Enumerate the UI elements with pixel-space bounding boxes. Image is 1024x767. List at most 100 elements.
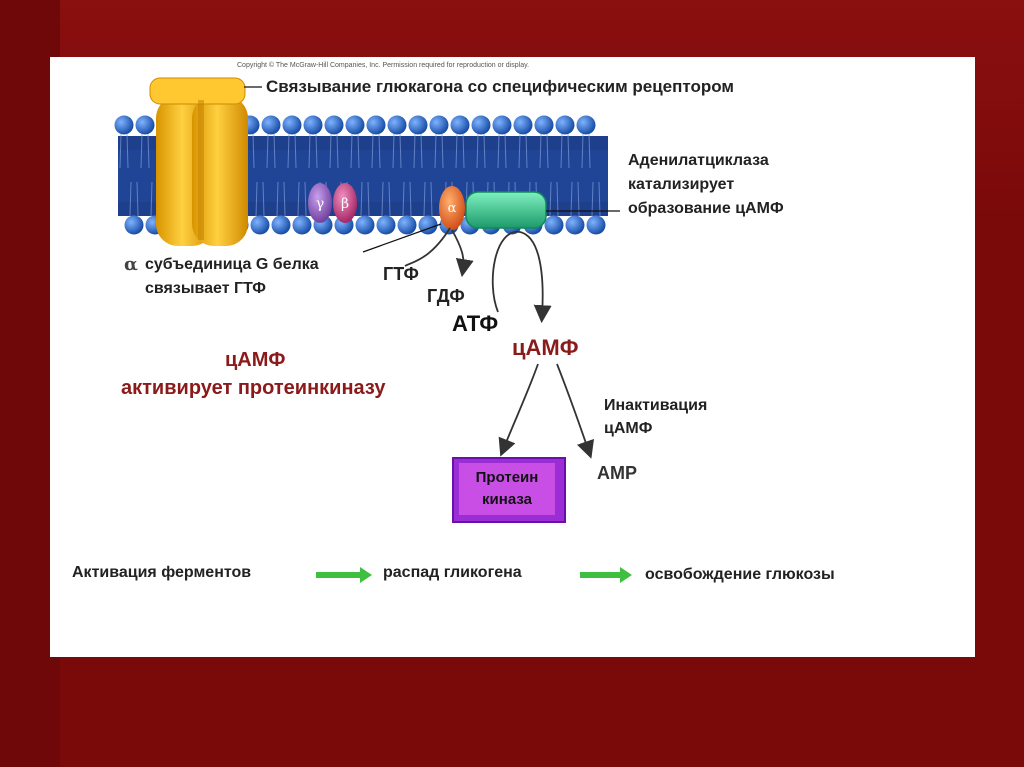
lipid-tail [549, 181, 552, 217]
lipid-tail [483, 133, 486, 169]
alpha-symbol: α [124, 254, 138, 275]
lipid-tail [140, 133, 143, 169]
lipid-tail [266, 133, 269, 169]
adenylate-cyclase [465, 191, 547, 229]
lipid-head [366, 115, 386, 135]
lipid-tail [136, 181, 139, 217]
lipid-head [355, 215, 375, 235]
lipid-head [124, 215, 144, 235]
lipid-tail [476, 133, 479, 169]
lipid-tail [392, 133, 395, 169]
lipid-head [261, 115, 281, 135]
lipid-tail [560, 133, 563, 169]
lipid-tail [399, 133, 402, 169]
lipid-head [513, 115, 533, 135]
lipid-tail [329, 133, 332, 169]
lipid-tail [315, 133, 318, 169]
camp-label: цАМФ [512, 335, 579, 360]
pathway-step3: освобождение глюкозы [645, 566, 835, 583]
alpha-label: α [448, 201, 457, 216]
alpha-desc-line1: субъединица G белка [145, 256, 319, 273]
protein-kinase-inner [459, 463, 555, 515]
protein-kinase-label: Протеин киназа [459, 467, 555, 511]
lipid-tail [434, 133, 437, 169]
lipid-tail [357, 133, 360, 169]
lipid-head [114, 115, 134, 135]
inactivation-line1: Инактивация [604, 397, 708, 414]
lipid-head [397, 215, 417, 235]
adenylate-label-1: Аденилатциклаза [628, 152, 769, 169]
lipid-tail [409, 181, 412, 217]
copyright-notice: Copyright © The McGraw-Hill Companies, I… [237, 62, 530, 69]
lipid-tail [598, 181, 601, 217]
lipid-tail [252, 133, 255, 169]
lipid-tail [147, 133, 150, 169]
lipid-tail [462, 133, 465, 169]
lipid-tail [287, 133, 290, 169]
lipid-tail [129, 181, 132, 217]
lipid-tail [497, 133, 500, 169]
camp-activates-line1: цАМФ [225, 349, 286, 371]
lipid-tail [591, 181, 594, 217]
gdp-label: ГДФ [427, 286, 465, 306]
lipid-head [303, 115, 323, 135]
kinase-line2: киназа [482, 491, 532, 508]
lipid-head [345, 115, 365, 135]
lipid-tail [294, 133, 297, 169]
lipid-tail [420, 133, 423, 169]
lipid-head [387, 115, 407, 135]
gdp-arrow [451, 229, 474, 278]
lipid-tail [413, 133, 416, 169]
lipid-tail [367, 181, 370, 217]
atp-label: АТФ [452, 311, 499, 336]
lipid-tail [570, 181, 573, 217]
inactivation-line2: цАМФ [604, 420, 653, 437]
lipid-tail [402, 181, 405, 217]
lipid-head [471, 115, 491, 135]
lipid-tail [297, 181, 300, 217]
alpha-subunit [439, 186, 465, 230]
lipid-head [135, 115, 155, 135]
green-arrow-2 [580, 567, 632, 583]
lipid-head [565, 215, 585, 235]
beta-label: β [341, 196, 349, 212]
kinase-line1: Протеин [475, 469, 539, 486]
lipid-tail [455, 133, 458, 169]
camp-to-kinase-arrow [498, 363, 539, 457]
lipid-tail [255, 181, 258, 217]
lipid-tail [556, 181, 559, 217]
gtp-label: ГТФ [383, 264, 419, 284]
lipid-tail [378, 133, 381, 169]
lipid-tail [119, 133, 122, 169]
lipid-tail [273, 133, 276, 169]
beta-subunit [333, 183, 357, 223]
receptor-protein [149, 77, 248, 246]
gamma-label: γ [316, 196, 324, 212]
atp-camp-arrow [491, 231, 552, 324]
lipid-tail [577, 181, 580, 217]
camp-activates-line2: активирует протеинкиназу [121, 377, 386, 399]
lipid-tail [283, 181, 286, 217]
lipid-tail [423, 181, 426, 217]
lipid-tail [126, 133, 129, 169]
lipid-head [555, 115, 575, 135]
alpha-desc-line2: связывает ГТФ [145, 280, 266, 297]
lipid-tail [350, 133, 353, 169]
lipid-tail [518, 133, 521, 169]
lipid-tail [262, 181, 265, 217]
lipid-head [292, 215, 312, 235]
lipid-head [534, 115, 554, 135]
lipid-head [492, 115, 512, 135]
lipid-tail [276, 181, 279, 217]
lipid-tail [430, 181, 433, 217]
lipid-head [429, 115, 449, 135]
lipid-head [282, 115, 302, 135]
lipid-head [450, 115, 470, 135]
lipid-head [376, 215, 396, 235]
lipid-tail [304, 181, 307, 217]
adenylate-label-3: образование цАМФ [628, 200, 784, 217]
lipid-tail [504, 133, 507, 169]
lipid-tail [581, 133, 584, 169]
lipid-head [271, 215, 291, 235]
